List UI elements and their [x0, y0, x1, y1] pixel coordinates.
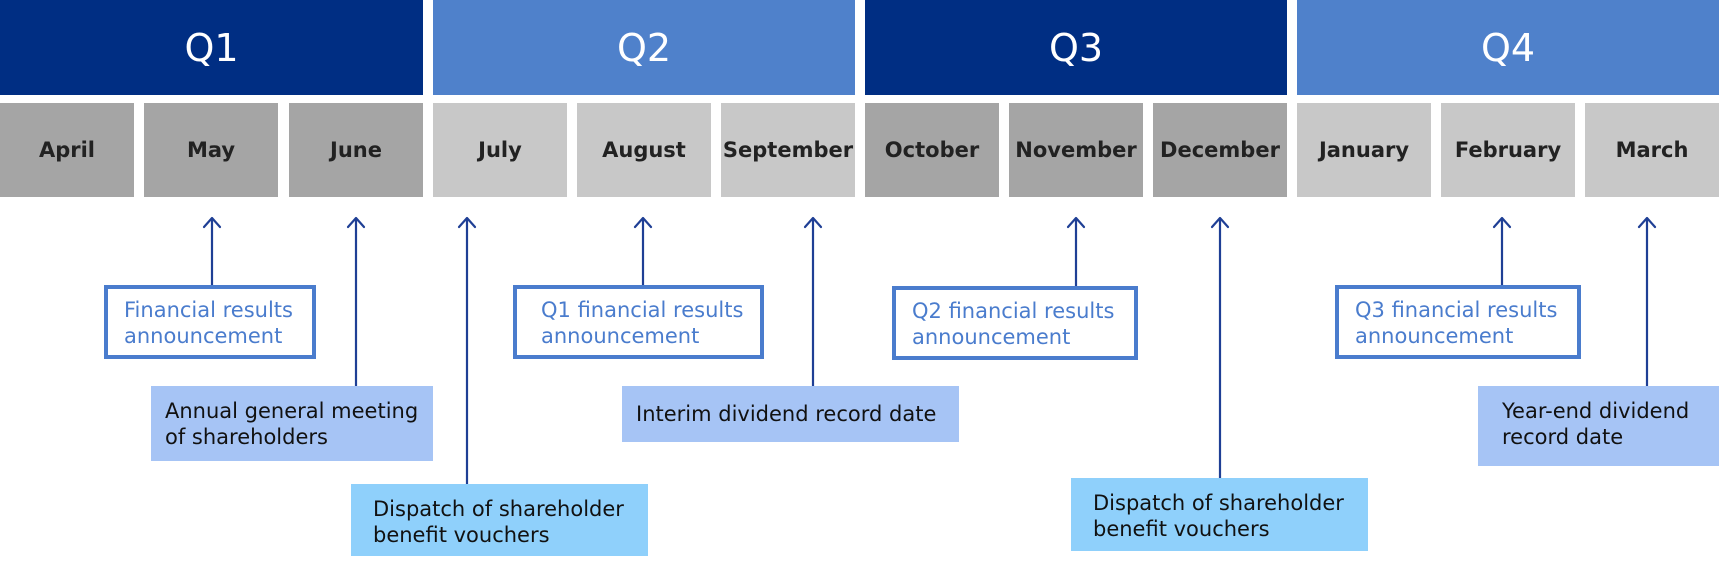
quarter-q4: Q4: [1297, 0, 1719, 95]
arrow-december: [1210, 216, 1230, 480]
q1-financial-results-announcement: Q1 financial results announcement: [513, 285, 764, 359]
month-july: July: [433, 103, 567, 197]
arrow-september: [803, 216, 823, 388]
arrow-november: [1066, 216, 1086, 288]
dispatch-benefit-vouchers-december: Dispatch of shareholder benefit vouchers: [1071, 478, 1368, 551]
financial-results-announcement: Financial results announcement: [104, 285, 316, 359]
q3-financial-results-announcement: Q3 financial results announcement: [1335, 285, 1581, 359]
q2-financial-results-announcement: Q2 financial results announcement: [892, 286, 1138, 360]
month-march: March: [1585, 103, 1719, 197]
arrow-may: [202, 216, 222, 287]
quarter-q2: Q2: [433, 0, 855, 95]
arrow-february: [1492, 216, 1512, 287]
arrow-june: [346, 216, 366, 388]
arrow-august: [633, 216, 653, 287]
month-may: May: [144, 103, 278, 197]
month-september: September: [721, 103, 855, 197]
arrow-march: [1637, 216, 1657, 388]
month-june: June: [289, 103, 423, 197]
quarter-q1: Q1: [0, 0, 423, 95]
month-october: October: [865, 103, 999, 197]
month-december: December: [1153, 103, 1287, 197]
annual-general-meeting: Annual general meeting of shareholders: [151, 386, 433, 461]
month-august: August: [577, 103, 711, 197]
month-april: April: [0, 103, 134, 197]
month-january: January: [1297, 103, 1431, 197]
dispatch-benefit-vouchers-july: Dispatch of shareholder benefit vouchers: [351, 484, 648, 556]
month-february: February: [1441, 103, 1575, 197]
interim-dividend-record-date: Interim dividend record date: [622, 386, 959, 442]
arrow-july: [457, 216, 477, 486]
month-november: November: [1009, 103, 1143, 197]
year-end-dividend-record-date: Year-end dividend record date: [1478, 386, 1719, 466]
quarter-q3: Q3: [865, 0, 1287, 95]
